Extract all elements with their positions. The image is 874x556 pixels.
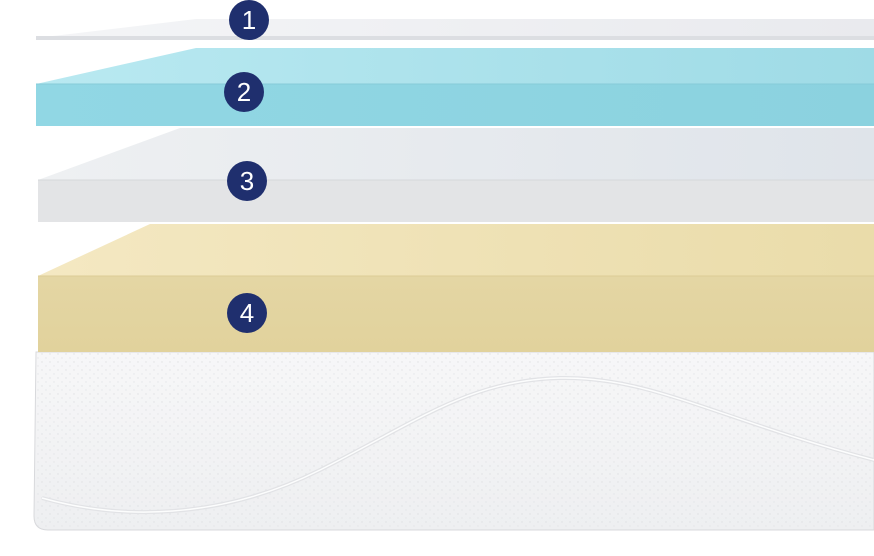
layer-2-foam xyxy=(36,48,874,126)
layer-4-number: 4 xyxy=(239,298,255,328)
layer-4-foam xyxy=(38,224,874,352)
layer-2-number-badge: 2 xyxy=(224,72,264,112)
layer-1-foam xyxy=(36,19,874,40)
base-cover xyxy=(33,351,874,531)
layer-1-number: 1 xyxy=(241,5,257,35)
layer-1-number-badge: 1 xyxy=(229,0,269,40)
layer-2-number: 2 xyxy=(236,77,252,107)
layer-3-foam xyxy=(38,128,874,222)
layer-4-number-badge: 4 xyxy=(227,293,267,333)
layer-3-number: 3 xyxy=(239,166,255,196)
layer-3-number-badge: 3 xyxy=(227,161,267,201)
